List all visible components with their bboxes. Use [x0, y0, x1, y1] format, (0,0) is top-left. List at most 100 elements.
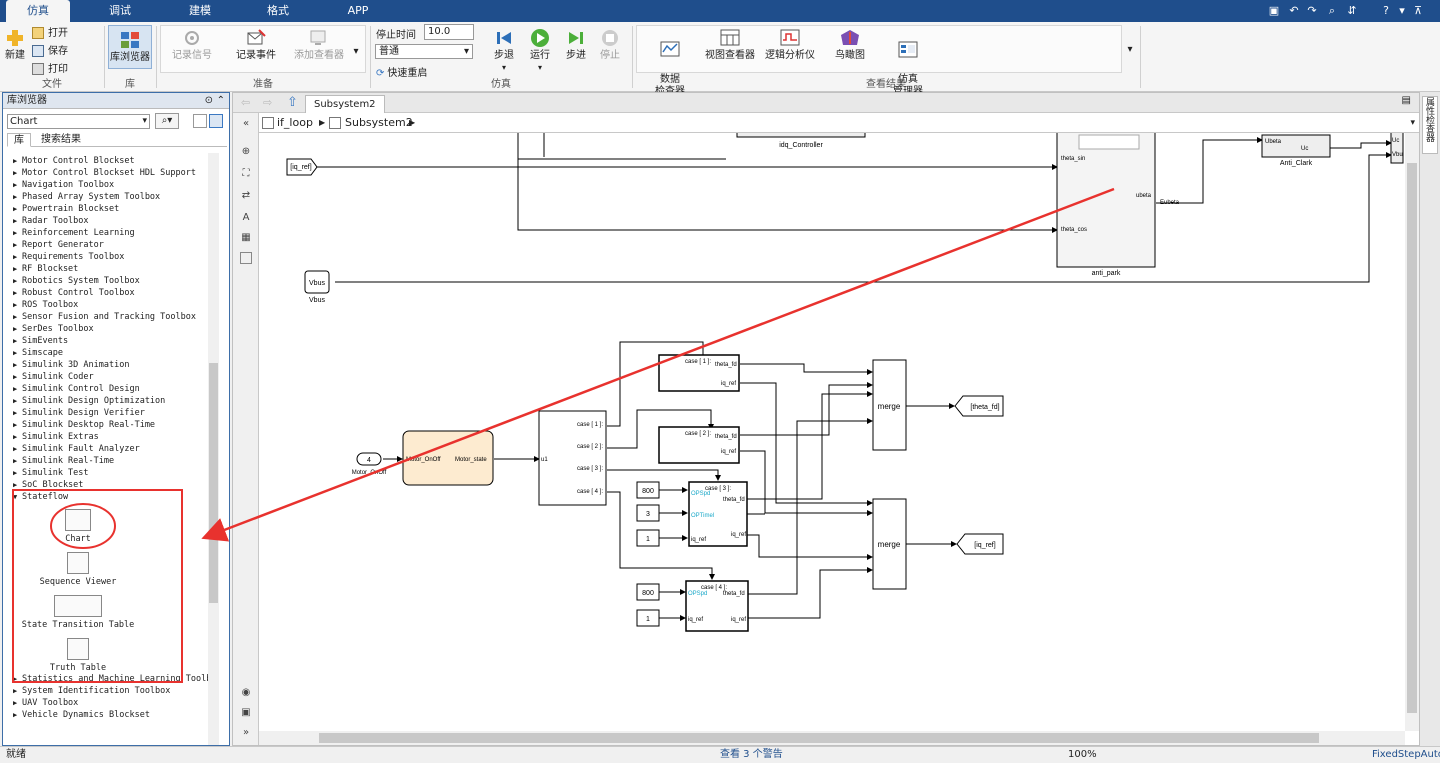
scrollbar-thumb[interactable]: [319, 733, 1319, 743]
library-tree-item-stateflow[interactable]: ▼Stateflow: [13, 491, 68, 503]
tab-debug[interactable]: 调试: [109, 4, 131, 17]
caret-right-icon[interactable]: ▶: [13, 445, 18, 453]
library-tree-item[interactable]: ▶Phased Array System Toolbox: [13, 191, 160, 203]
tab-library[interactable]: 库: [7, 133, 31, 147]
tab-apps[interactable]: APP: [347, 4, 369, 17]
arrow-icon[interactable]: ⇄: [241, 190, 251, 201]
library-tree-item[interactable]: ▶Simulink Real-Time: [13, 455, 114, 467]
back-icon[interactable]: ⇦: [241, 96, 251, 109]
caret-right-icon[interactable]: ▶: [13, 397, 18, 405]
open-button[interactable]: 打开: [32, 26, 68, 42]
caret-right-icon[interactable]: ▶: [13, 229, 18, 237]
caret-right-icon[interactable]: ▶: [13, 193, 18, 201]
breadcrumb-subsystem2[interactable]: Subsystem2: [345, 116, 413, 129]
motor-onoff-inport[interactable]: 4 Motor_OnOff: [352, 452, 387, 476]
property-inspector-tab[interactable]: 属性检查器: [1420, 92, 1440, 746]
library-tree-item[interactable]: ▶Simulink 3D Animation: [13, 359, 129, 371]
warnings-link[interactable]: 查看 3 个警告: [720, 749, 783, 760]
sim-manager-button[interactable]: 仿真 管理器: [886, 28, 930, 98]
caret-right-icon[interactable]: ▶: [13, 265, 18, 273]
caret-right-icon[interactable]: ▶: [13, 277, 18, 285]
sequence-viewer-block[interactable]: Sequence Viewer: [13, 552, 143, 587]
breadcrumb-if-loop[interactable]: if_loop: [277, 116, 313, 129]
truth-table-block[interactable]: Truth Table: [13, 638, 143, 673]
caret-right-icon[interactable]: ▶: [13, 205, 18, 213]
canvas-vertical-scrollbar[interactable]: [1405, 133, 1419, 731]
log-events-button[interactable]: 记录事件: [230, 28, 282, 62]
case1-action-subsystem[interactable]: case [ 1 ]: theta_fd iq_ref: [658, 354, 740, 392]
caret-right-icon[interactable]: ▶: [13, 457, 18, 465]
library-tree-item[interactable]: ▶ROS Toolbox: [13, 299, 78, 311]
review-gallery-expand[interactable]: ▾: [1127, 44, 1133, 55]
caret-right-icon[interactable]: ▶: [13, 699, 18, 707]
simulation-mode-select[interactable]: 普通 ▾: [375, 44, 473, 59]
merge-block-iq[interactable]: merge: [872, 498, 907, 590]
merge-block-theta[interactable]: merge: [872, 359, 907, 451]
case2-action-subsystem[interactable]: case [ 2 ]: theta_fd iq_ref: [658, 426, 740, 464]
tab-menu-icon[interactable]: ▤: [1401, 95, 1411, 106]
prepare-gallery-expand[interactable]: ▾: [353, 46, 359, 57]
step-back-button[interactable]: 步退 ▾: [490, 28, 518, 74]
solver-link[interactable]: FixedStepAuto: [1372, 749, 1440, 760]
caret-right-icon[interactable]: ▶: [13, 361, 18, 369]
grid-view-icon[interactable]: [209, 114, 223, 128]
canvas-horizontal-scrollbar[interactable]: [259, 731, 1405, 745]
constant-block[interactable]: 1: [636, 529, 660, 547]
run-button[interactable]: 运行 ▾: [526, 28, 554, 74]
caret-right-icon[interactable]: ▶: [13, 169, 18, 177]
caret-right-icon[interactable]: ▶: [13, 241, 18, 249]
stop-button[interactable]: 停止: [596, 28, 624, 62]
caret-right-icon[interactable]: ▶: [13, 481, 18, 489]
tab-modeling[interactable]: 建模: [189, 4, 211, 17]
library-tree-item[interactable]: ▶SimEvents: [13, 335, 68, 347]
fit-view-icon[interactable]: ⛶: [242, 168, 250, 179]
case4-action-subsystem[interactable]: case [ 4 ]: OPSpd iq_ref theta_fd iq_ref: [685, 580, 749, 632]
library-tree-item[interactable]: ▶Simulink Fault Analyzer: [13, 443, 140, 455]
library-tree-item[interactable]: ▶Simulink Extras: [13, 431, 99, 443]
anti-clark-block[interactable]: Ubeta Uc Anti_Clark: [1261, 134, 1331, 167]
scrollbar-thumb[interactable]: [209, 363, 218, 603]
caret-right-icon[interactable]: ▶: [13, 385, 18, 393]
caret-down-icon[interactable]: ▼: [13, 493, 18, 501]
model-browser-icon[interactable]: ▣: [241, 707, 251, 718]
collapse-panel-icon[interactable]: ⌃: [216, 95, 225, 106]
library-tree-item[interactable]: ▶Simulink Desktop Real-Time: [13, 419, 155, 431]
tab-search-results[interactable]: 搜索结果: [41, 134, 81, 145]
view-inspector-button[interactable]: 视图查看器: [704, 28, 756, 62]
caret-right-icon[interactable]: ▶: [13, 325, 18, 333]
library-tree-item[interactable]: ▶Robust Control Toolbox: [13, 287, 135, 299]
screenshot-icon[interactable]: ◉: [241, 687, 251, 698]
library-tree-item[interactable]: ▶Requirements Toolbox: [13, 251, 124, 263]
chart-block[interactable]: Chart: [13, 509, 143, 544]
constant-block[interactable]: 1: [636, 609, 660, 627]
vbus-block[interactable]: Vbus Vbus: [304, 270, 330, 304]
right-subsystem-block[interactable]: Uc Vbu: [1390, 133, 1404, 164]
fast-restart-toggle[interactable]: ⟳快速重启: [376, 64, 427, 79]
goto-iq-ref[interactable]: [iq_ref]: [956, 533, 1004, 555]
caret-right-icon[interactable]: ▶: [13, 711, 18, 719]
library-search-input[interactable]: Chart ▾: [7, 114, 150, 129]
caret-right-icon[interactable]: ▶: [13, 289, 18, 297]
stop-time-input[interactable]: 10.0: [424, 24, 474, 40]
library-tree-item[interactable]: ▶Motor Control Blockset: [13, 155, 135, 167]
goto-theta-fd[interactable]: [theta_fd]: [954, 395, 1004, 417]
library-tree-item[interactable]: ▶Sensor Fusion and Tracking Toolbox: [13, 311, 196, 323]
save-button[interactable]: 保存: [32, 44, 68, 60]
library-tree-item[interactable]: ▶Vehicle Dynamics Blockset: [13, 709, 150, 721]
library-search-button[interactable]: ⌕▾: [155, 113, 179, 129]
scrollbar-thumb[interactable]: [1407, 163, 1417, 713]
list-view-icon[interactable]: [193, 114, 207, 128]
library-tree-item[interactable]: ▶Robotics System Toolbox: [13, 275, 140, 287]
library-tree-item[interactable]: ▶Powertrain Blockset: [13, 203, 119, 215]
annotation-icon[interactable]: A: [242, 212, 250, 223]
panel-options-icon[interactable]: ⊙: [204, 95, 213, 106]
caret-right-icon[interactable]: ▶: [13, 313, 18, 321]
birdseye-button[interactable]: 鸟瞰图: [830, 28, 870, 62]
library-tree-item[interactable]: ▶Simscape: [13, 347, 63, 359]
library-tree-item[interactable]: ▶Simulink Control Design: [13, 383, 140, 395]
library-tree-item[interactable]: ▶Radar Toolbox: [13, 215, 89, 227]
caret-right-icon[interactable]: ▶: [13, 433, 18, 441]
print-button[interactable]: 打印: [32, 62, 68, 78]
search-icon[interactable]: ⌕: [1328, 4, 1336, 17]
library-tree-item[interactable]: ▶Reinforcement Learning: [13, 227, 135, 239]
